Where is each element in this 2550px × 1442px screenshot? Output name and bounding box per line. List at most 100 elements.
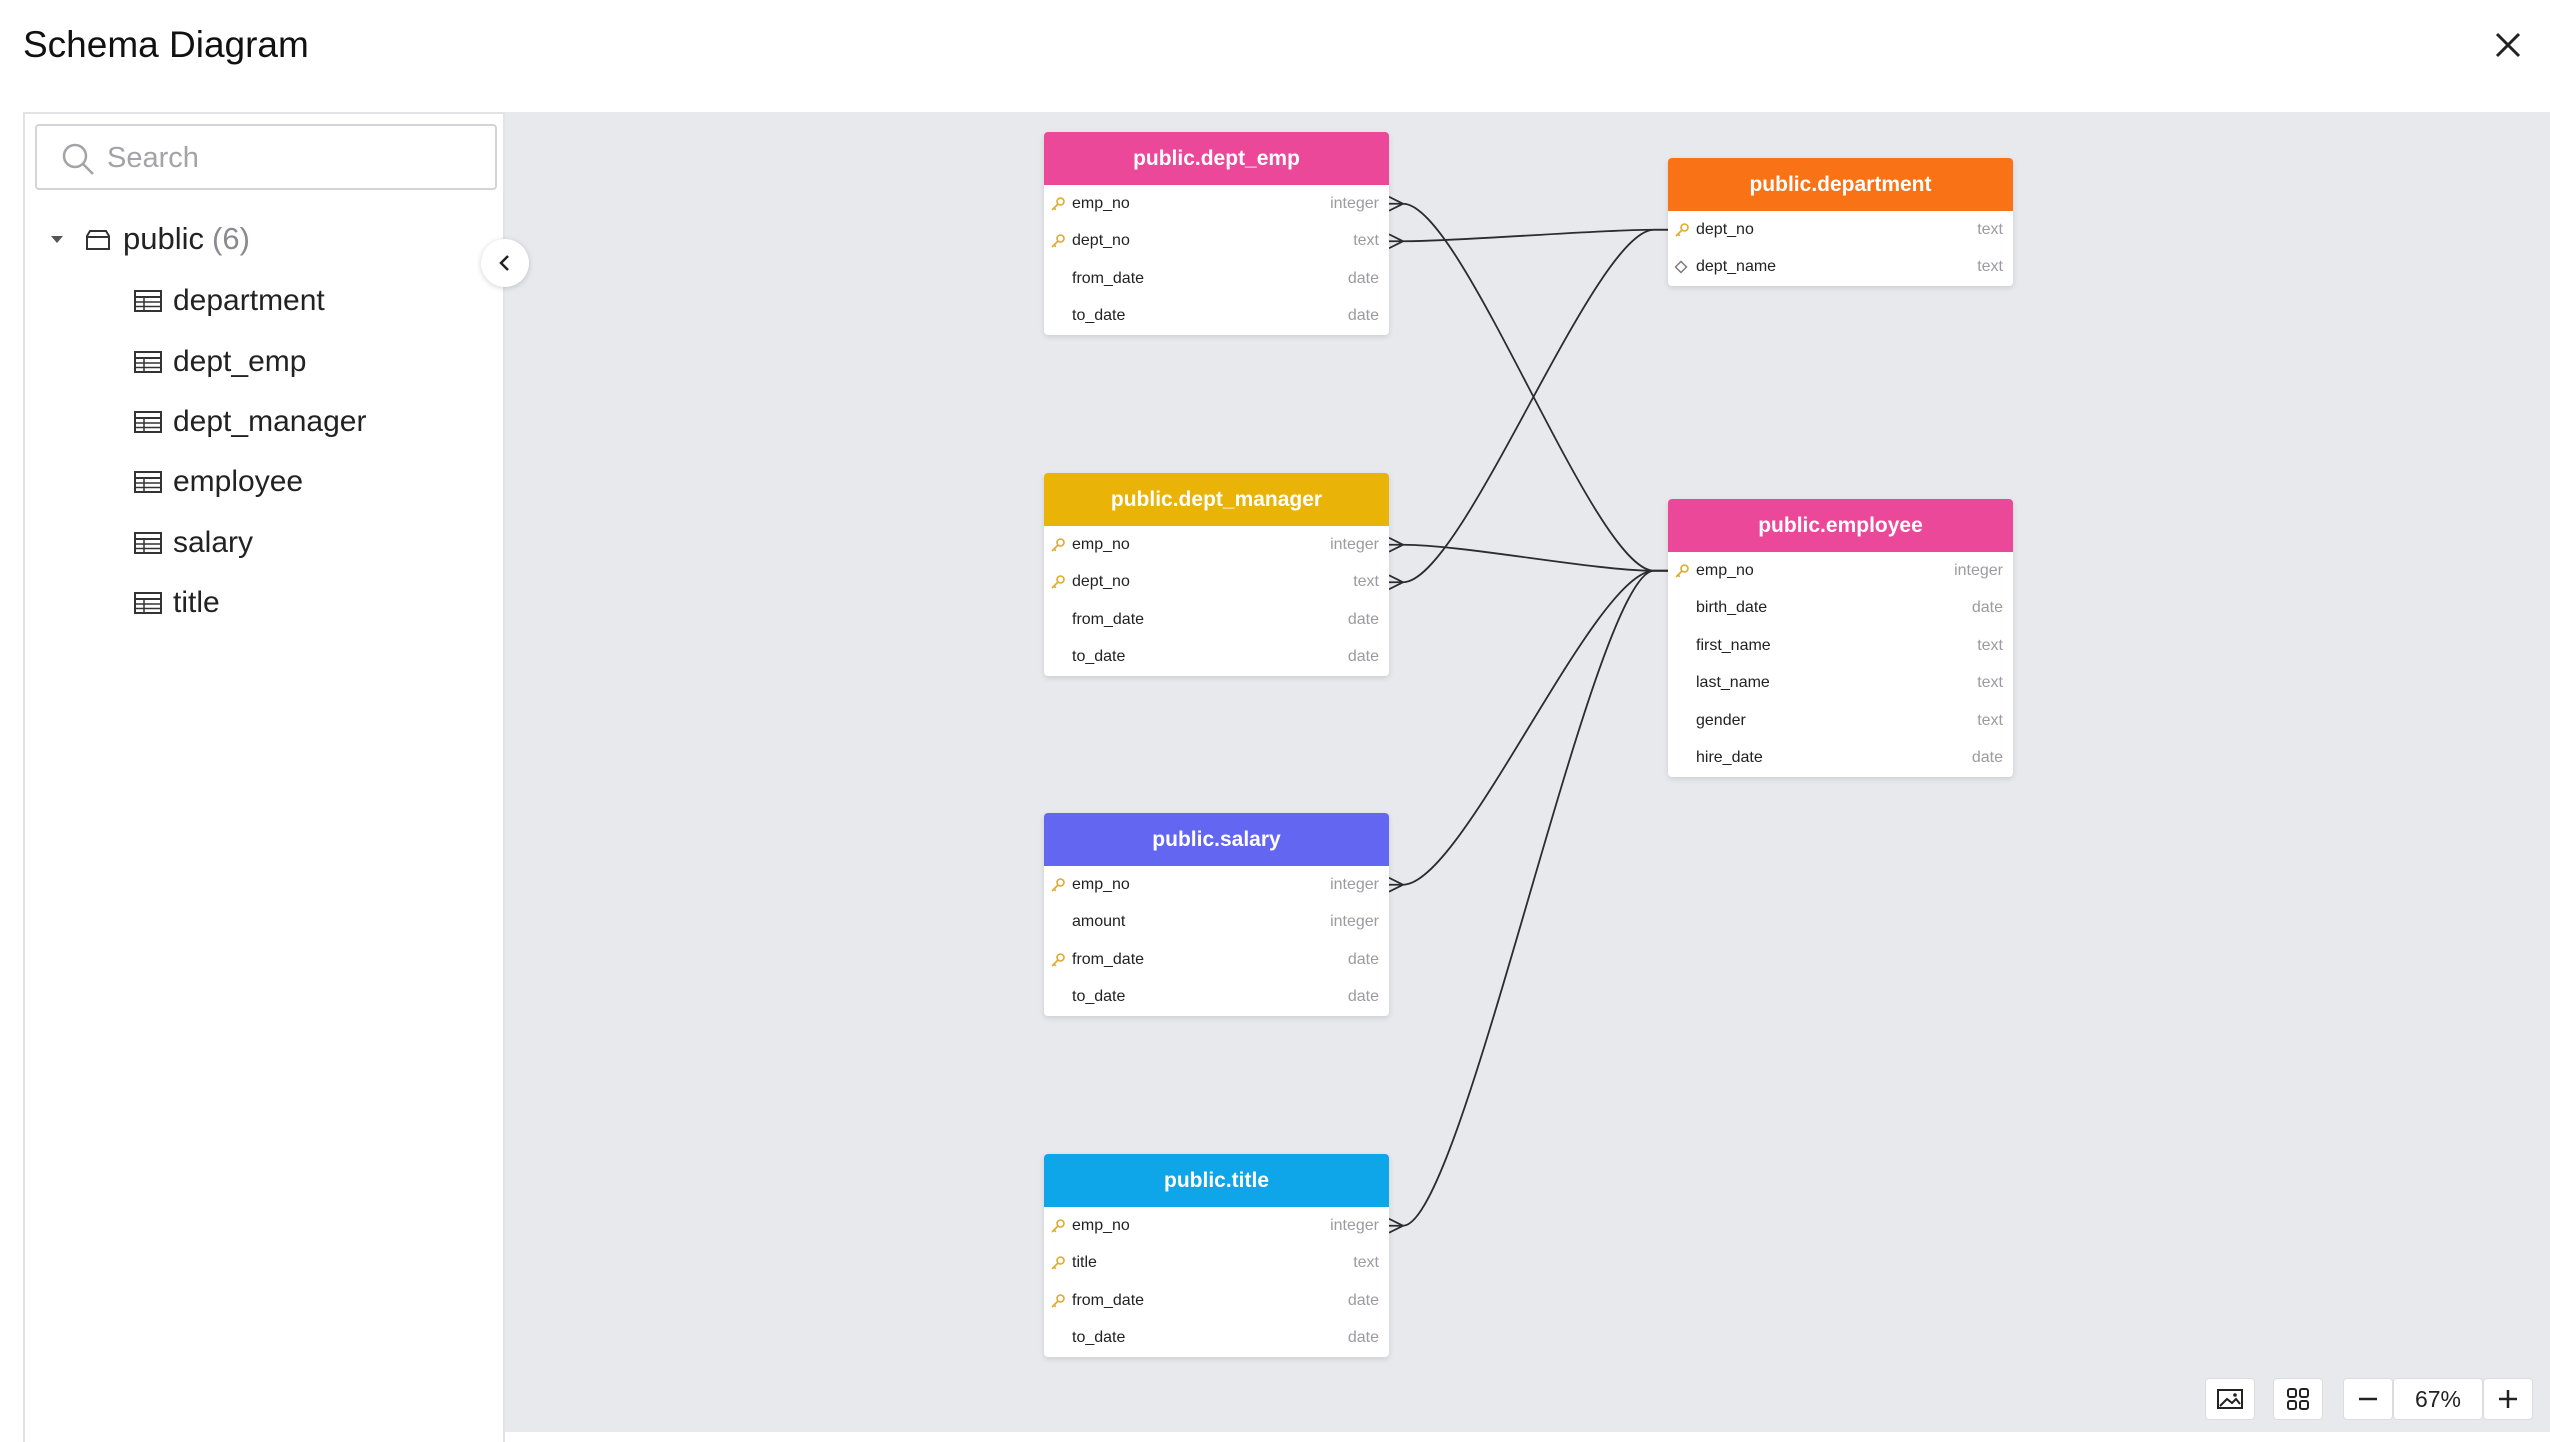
key-icon — [1675, 563, 1689, 578]
column-key-slot — [1050, 572, 1072, 592]
collapse-sidebar-button[interactable] — [481, 239, 529, 287]
column-key-slot — [1050, 535, 1072, 555]
column-name: dept_name — [1696, 258, 1777, 276]
zoom-in-button[interactable] — [2483, 1378, 2533, 1420]
key-icon — [1051, 1256, 1065, 1270]
key-icon — [1051, 196, 1065, 211]
erd-table-title: public.dept_manager — [1044, 473, 1389, 526]
column-name: title — [1072, 1254, 1097, 1272]
column-name: hire_date — [1696, 749, 1763, 767]
sidebar-item-salary[interactable]: salary — [133, 520, 253, 566]
erd-column-row[interactable]: emp_no integer — [1668, 552, 2013, 590]
erd-column-row[interactable]: hire_date date — [1668, 740, 2013, 778]
erd-column-row[interactable]: to_date date — [1044, 298, 1389, 336]
close-button[interactable] — [2485, 22, 2531, 68]
erd-column-row[interactable]: from_date date — [1044, 601, 1389, 639]
column-name: to_date — [1072, 307, 1126, 325]
column-key-slot — [1050, 647, 1072, 667]
column-type: date — [1347, 307, 1379, 325]
erd-column-row[interactable]: gender text — [1668, 702, 2013, 740]
column-type: text — [1977, 711, 2003, 729]
sidebar-item-label: title — [173, 586, 220, 619]
zoom-level-label: 67% — [2414, 1385, 2462, 1412]
crows-foot-marker — [1388, 574, 1406, 591]
sidebar-item-dept-emp[interactable]: dept_emp — [133, 339, 306, 385]
erd-table-title: public.dept_emp — [1044, 132, 1389, 185]
column-type: integer — [1330, 194, 1379, 212]
column-key-slot — [1674, 748, 1696, 768]
column-name: emp_no — [1696, 561, 1754, 579]
erd-table-title: public.employee — [1668, 499, 2013, 552]
export-image-button[interactable] — [2205, 1378, 2255, 1420]
column-name: dept_no — [1072, 573, 1130, 591]
column-name: last_name — [1696, 674, 1770, 692]
column-name: dept_no — [1072, 232, 1130, 250]
sidebar-item-department[interactable]: department — [133, 278, 325, 324]
column-name: dept_no — [1696, 220, 1754, 238]
column-type: date — [1347, 610, 1379, 628]
column-key-slot — [1050, 1291, 1072, 1311]
column-key-slot — [1050, 610, 1072, 630]
erd-column-row[interactable]: emp_no integer — [1044, 185, 1389, 223]
zoom-out-button[interactable] — [2343, 1378, 2393, 1420]
column-type: date — [1971, 749, 2003, 767]
column-key-slot — [1050, 912, 1072, 932]
sidebar-item-dept-manager[interactable]: dept_manager — [133, 399, 366, 445]
crows-foot-marker — [1388, 536, 1406, 553]
column-type: integer — [1330, 1216, 1379, 1234]
column-key-slot — [1674, 598, 1696, 618]
schema-tree-node-public[interactable]: public (6) — [45, 216, 250, 262]
crows-foot-marker — [1388, 195, 1406, 212]
search-box[interactable] — [35, 124, 497, 190]
table-icon — [134, 411, 162, 433]
title-bar: Schema Diagram — [0, 0, 2550, 112]
sidebar-item-employee[interactable]: employee — [133, 459, 303, 505]
auto-layout-button[interactable] — [2273, 1378, 2323, 1420]
sidebar-item-title[interactable]: title — [133, 580, 220, 626]
column-type: integer — [1330, 913, 1379, 931]
crows-foot-marker — [1388, 233, 1406, 250]
column-name: gender — [1696, 711, 1746, 729]
column-type: text — [1353, 573, 1379, 591]
column-name: emp_no — [1072, 194, 1130, 212]
column-key-slot — [1050, 950, 1072, 970]
column-key-slot — [1050, 1216, 1072, 1236]
column-type: date — [1347, 1329, 1379, 1347]
column-key-slot — [1674, 220, 1696, 240]
erd-column-row[interactable]: amount integer — [1044, 904, 1389, 942]
sidebar-item-label: salary — [173, 526, 254, 559]
close-icon — [2495, 32, 2521, 58]
column-name: from_date — [1072, 610, 1145, 628]
diamond-icon — [1674, 260, 1688, 274]
sidebar: public (6) department dept_emp dept_mana… — [23, 112, 505, 1442]
column-type: integer — [1954, 561, 2003, 579]
search-input[interactable] — [105, 134, 489, 182]
erd-column-row[interactable]: dept_no text — [1044, 564, 1389, 602]
erd-table-title: public.title — [1044, 1154, 1389, 1207]
table-icon — [134, 290, 162, 312]
column-name: amount — [1072, 913, 1126, 931]
